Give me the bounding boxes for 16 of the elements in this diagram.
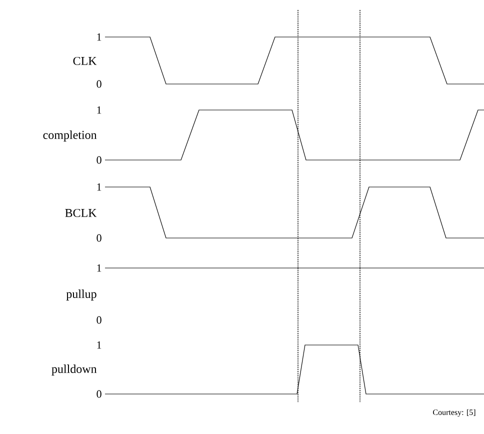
- level-label: 0: [96, 316, 102, 324]
- signal-name: CLK: [73, 56, 97, 66]
- level-label: 0: [96, 80, 102, 88]
- level-label: 0: [96, 390, 102, 398]
- signal-name: pulldown: [52, 364, 97, 376]
- level-label: 0: [96, 156, 102, 164]
- source-note: Courtesy: [5]: [433, 409, 476, 417]
- signal-name: BCLK: [65, 208, 97, 218]
- level-label: 1: [97, 264, 102, 272]
- level-label: 0: [96, 234, 102, 242]
- signal-name: pullup: [66, 290, 96, 300]
- level-label: 1: [97, 341, 102, 349]
- level-label: 1: [97, 106, 102, 114]
- signal-name: completion: [43, 130, 97, 142]
- level-label: 1: [97, 33, 102, 41]
- level-label: 1: [97, 183, 102, 191]
